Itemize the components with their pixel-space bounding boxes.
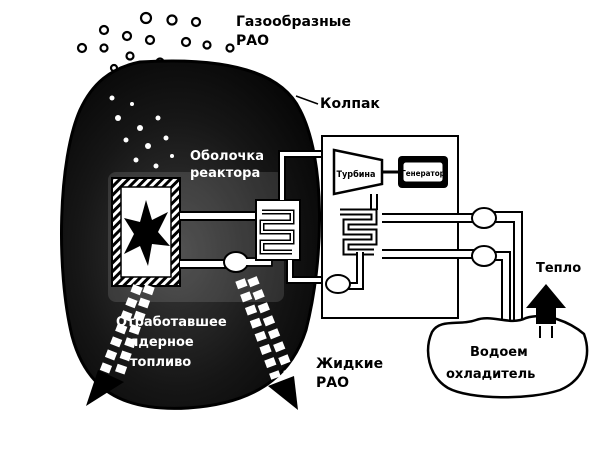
gas-waste-label-line1: Газообразные bbox=[236, 14, 351, 30]
generator-label: Генератор bbox=[401, 169, 445, 178]
primary-pipe-fill-bottom bbox=[180, 261, 226, 267]
dome-leader-line bbox=[295, 95, 319, 105]
spent-fuel-arrow bbox=[86, 284, 155, 406]
cooling-pipe-fill-top bbox=[382, 215, 478, 221]
spent-fuel-label-line1: Отработавшее bbox=[116, 315, 227, 330]
turbine-label: Турбина bbox=[337, 169, 376, 180]
primary-pump bbox=[223, 251, 249, 273]
cooling-pipe-fill-bottom bbox=[382, 251, 478, 257]
turbine bbox=[332, 148, 384, 196]
pond-pipes bbox=[494, 211, 523, 338]
feed-pump bbox=[325, 274, 351, 294]
return-line-inner bbox=[288, 260, 330, 282]
reactor-core-icon bbox=[124, 200, 170, 266]
liquid-waste-arrow bbox=[235, 276, 298, 410]
cooling-pond-label-line2: охладитель bbox=[446, 367, 535, 382]
liquid-waste-label-line2: РАО bbox=[316, 375, 349, 391]
gas-waste-label-line2: РАО bbox=[236, 33, 269, 49]
dome-bubbles bbox=[109, 95, 174, 169]
generator-inner bbox=[402, 161, 444, 183]
reactor-shell-label-line1: Оболочка bbox=[190, 149, 264, 164]
cooling-pump-bottom bbox=[471, 245, 497, 267]
dome-label: Колпак bbox=[320, 96, 380, 112]
cooling-pump-top bbox=[471, 207, 497, 229]
steam-line-inner bbox=[280, 152, 336, 200]
liquid-waste-label-line1: Жидкие bbox=[316, 356, 383, 372]
steam-generator-coil-inner bbox=[261, 211, 293, 253]
condenser-coil-inner bbox=[340, 210, 376, 254]
cooling-pond-label-line1: Водоем bbox=[470, 345, 528, 360]
gas-bubbles bbox=[76, 11, 235, 80]
heat-arrow-icon bbox=[526, 284, 566, 324]
spent-fuel-label-line3: топливо bbox=[130, 355, 191, 370]
reactor-shell-label-line2: реактора bbox=[190, 166, 260, 181]
primary-pipe-fill-top bbox=[180, 213, 258, 219]
spent-fuel-label-line2: ядерное bbox=[130, 335, 194, 350]
heat-arrow-tail bbox=[539, 326, 553, 338]
cooling-pond bbox=[426, 314, 589, 399]
heat-label: Тепло bbox=[536, 261, 581, 276]
primary-loop-pipes bbox=[180, 211, 258, 269]
cooling-water-pipes bbox=[382, 213, 478, 259]
